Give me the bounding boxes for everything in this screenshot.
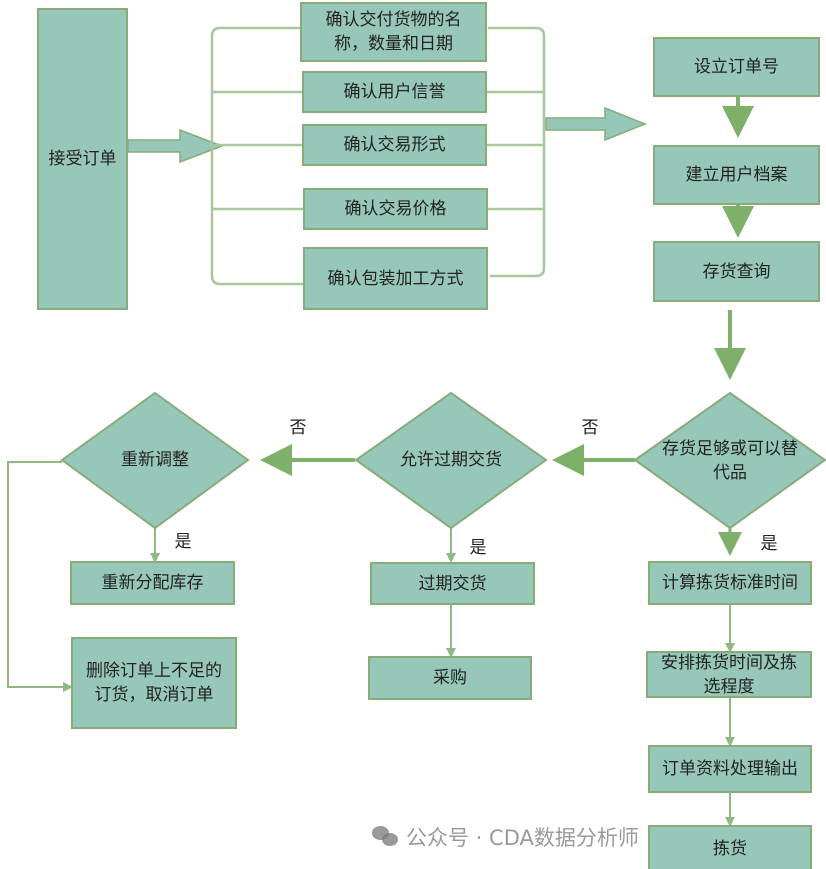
node-calc-time: 计算拣货标准时间 xyxy=(648,561,812,605)
node-confirm-form: 确认交易形式 xyxy=(302,124,487,166)
node-confirm-price: 确认交易价格 xyxy=(303,188,488,230)
watermark: 公众号 · CDA数据分析师 xyxy=(372,822,639,852)
node-reallocate: 重新分配库存 xyxy=(70,561,235,605)
node-late-delivery: 过期交货 xyxy=(370,562,535,605)
edge-label-yes: 是 xyxy=(760,534,778,554)
edge-label-yes: 是 xyxy=(469,538,487,558)
node-confirm-credit: 确认用户信誉 xyxy=(302,71,487,113)
block-arrow-to-order-no xyxy=(545,106,648,142)
edge-label-no: 否 xyxy=(289,418,307,438)
node-purchase: 采购 xyxy=(368,656,532,700)
watermark-text: 公众号 · CDA数据分析师 xyxy=(406,826,639,850)
edge-label-no: 否 xyxy=(581,418,599,438)
node-create-profile: 建立用户档案 xyxy=(653,145,820,205)
decision-allow-late xyxy=(354,391,548,530)
node-delete-order: 删除订单上不足的订货，取消订单 xyxy=(71,637,237,729)
block-arrow-to-checks xyxy=(127,128,225,164)
decision-allow-late-label: 允许过期交货 xyxy=(400,450,502,470)
node-inventory-query: 存货查询 xyxy=(653,241,820,302)
decision-readjust-label: 重新调整 xyxy=(121,450,189,470)
node-receive-order: 接受订单 xyxy=(37,8,128,310)
checks-bracket xyxy=(210,26,546,286)
decision-stock-enough xyxy=(633,391,826,530)
thin-connectors xyxy=(7,461,735,827)
node-confirm-goods: 确认交付货物的名称，数量和日期 xyxy=(300,2,487,62)
node-schedule-picking: 安排拣货时间及拣选程度 xyxy=(646,651,812,698)
decision-readjust xyxy=(60,391,250,530)
wechat-icon xyxy=(372,826,400,848)
decision-stock-enough-label: 存货足够或可以替代品 xyxy=(662,439,798,483)
edge-label-yes: 是 xyxy=(174,532,192,552)
node-confirm-packaging: 确认包装加工方式 xyxy=(303,247,488,310)
node-picking: 拣货 xyxy=(648,825,812,869)
node-order-output: 订单资料处理输出 xyxy=(648,745,812,793)
node-set-order-no: 设立订单号 xyxy=(653,37,820,97)
